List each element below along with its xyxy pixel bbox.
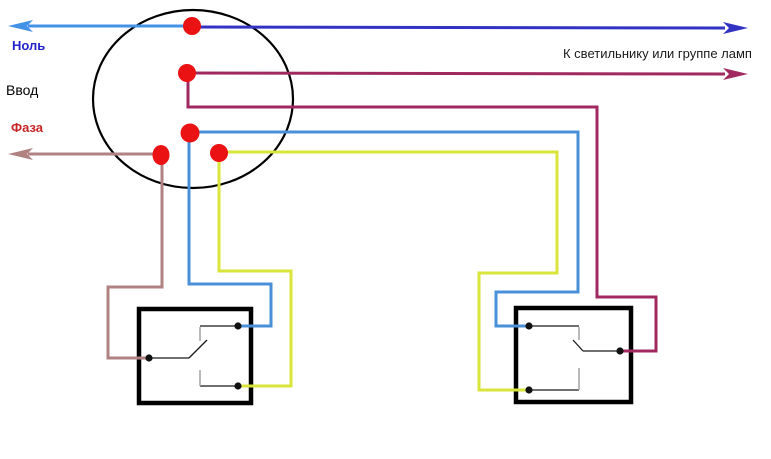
arrow-phase-supply [8, 148, 33, 160]
switch-1-top-terminal [234, 322, 242, 330]
label-to-lamp: К светильнику или группе ламп [563, 46, 752, 61]
switch-2-common-terminal [616, 347, 624, 355]
switch-2-top-terminal [525, 322, 533, 330]
junction-terminal-traveler-yellow [210, 144, 228, 162]
wire-traveler-blue-switch-2 [191, 130, 580, 328]
switch-1-common-terminal [145, 354, 153, 362]
switch-2-bottom-terminal [525, 386, 533, 394]
label-input: Ввод [6, 82, 38, 98]
label-neutral: Ноль [12, 38, 45, 53]
junction-terminal-lamp-phase [178, 64, 196, 82]
wire-phase-to-lamp [186, 71, 726, 76]
wire-neutral-to-lamp [191, 25, 726, 30]
switch-2-box [513, 305, 634, 405]
switch-1-bottom-terminal [234, 382, 242, 390]
arrow-neutral-supply [8, 20, 33, 32]
switch-1-box [136, 306, 254, 406]
junction-terminal-neutral [183, 17, 201, 35]
label-phase: Фаза [11, 120, 44, 135]
switch-1-lever [188, 339, 208, 359]
wire-traveler-yellow-switch-1 [217, 155, 293, 388]
junction-terminal-phase [152, 145, 170, 165]
wire-phase-to-switch-1-common [106, 155, 164, 360]
wire-switch-2-common-return [186, 75, 658, 353]
junction-box-circle [91, 8, 295, 190]
wire-traveler-blue-switch-1 [187, 134, 273, 328]
arrow-neutral-to-lamp [723, 22, 748, 34]
wire-traveler-yellow-switch-2 [220, 150, 559, 392]
switch-2-lever [572, 339, 584, 352]
arrow-phase-to-lamp [723, 68, 748, 80]
junction-terminal-traveler-blue [180, 123, 200, 143]
